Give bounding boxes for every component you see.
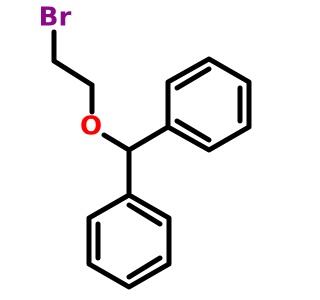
phenyl-ring-bottom xyxy=(86,192,172,290)
bond-o-ch xyxy=(101,132,132,153)
oxygen-label: O xyxy=(80,112,102,142)
bromine-label: Br xyxy=(39,3,72,33)
molecule-canvas: Br O xyxy=(39,3,252,290)
bond-c1-c2 xyxy=(51,58,95,88)
phenyl-ring-top xyxy=(165,56,252,153)
structure-drawing: Br O xyxy=(39,3,252,290)
bond-ch-phenyl-top xyxy=(126,124,171,153)
